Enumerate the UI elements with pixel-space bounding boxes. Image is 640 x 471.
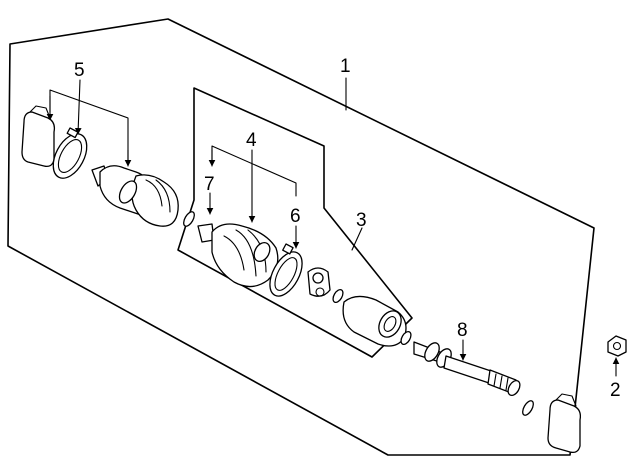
callout-5: 5 (74, 60, 85, 81)
inner-housing (342, 295, 407, 347)
tripod-joint (307, 267, 331, 297)
boot-clamp-inner (269, 243, 303, 297)
hex-nut (607, 335, 627, 357)
callout-7: 7 (204, 174, 215, 195)
callout-3: 3 (356, 210, 367, 231)
callout-6: 6 (290, 206, 301, 227)
callout-1: 1 (340, 56, 351, 77)
inner-shaft (413, 341, 521, 397)
bracket-5 (46, 79, 132, 167)
snap-ring-d (522, 400, 534, 416)
grease-packet-left (21, 105, 56, 168)
snap-ring-c (400, 330, 412, 346)
callout-2: 2 (610, 380, 621, 401)
grease-packet-right (547, 393, 582, 454)
inner-cv-joint (197, 223, 279, 288)
assembly-outline (7, 18, 595, 456)
snap-ring-b (332, 288, 344, 304)
snap-ring-a (183, 211, 195, 227)
leader-3 (351, 227, 363, 251)
callout-4: 4 (246, 130, 257, 151)
outer-cv-joint (91, 165, 179, 227)
callout-8: 8 (457, 320, 468, 341)
boot-clamp-left (52, 127, 88, 179)
bracket-4 (208, 145, 297, 223)
